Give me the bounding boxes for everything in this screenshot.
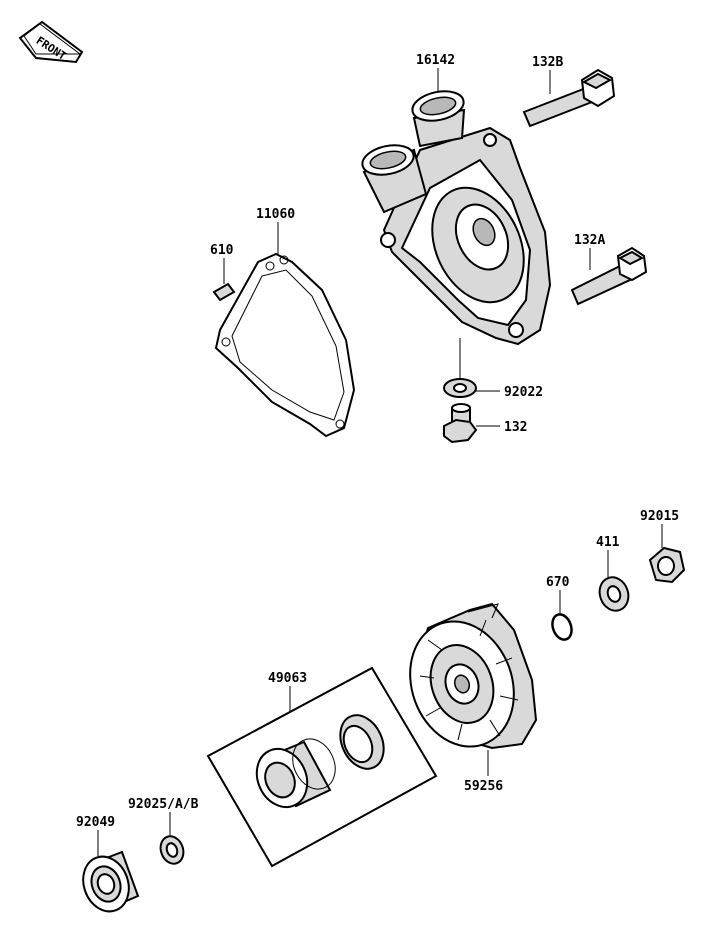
label-11060: 11060 — [256, 207, 295, 222]
washer-92025[interactable] — [157, 833, 187, 867]
label-92022: 92022 — [504, 385, 543, 400]
label-610: 610 — [210, 243, 234, 258]
part-labels: 16142 132B 11060 610 132A 92022 132 9201… — [76, 53, 679, 830]
pump-cover-16142[interactable] — [360, 87, 552, 346]
bolt-132[interactable] — [443, 403, 478, 444]
label-92025: 92025/A/B — [128, 797, 199, 812]
label-92015: 92015 — [640, 509, 679, 524]
washer-92022[interactable] — [443, 378, 477, 398]
bearing-92049[interactable] — [76, 850, 140, 918]
dowel-pin-610[interactable] — [212, 282, 236, 302]
bolt-132B[interactable] — [522, 68, 616, 128]
label-411: 411 — [596, 535, 620, 550]
label-132B: 132B — [532, 55, 563, 70]
seal-set-49063[interactable] — [206, 666, 438, 868]
label-132: 132 — [504, 420, 527, 435]
label-92049: 92049 — [76, 815, 115, 830]
bolt-132A[interactable] — [570, 246, 648, 306]
impeller-59256[interactable] — [393, 602, 538, 761]
washer-411[interactable] — [595, 573, 633, 615]
gasket-11060[interactable] — [214, 252, 356, 438]
leader-lines — [97, 68, 663, 856]
o-ring-670[interactable] — [549, 612, 575, 643]
label-670: 670 — [546, 575, 570, 590]
label-16142: 16142 — [416, 53, 455, 68]
front-direction-arrow: FRONT — [18, 20, 84, 63]
label-132A: 132A — [574, 233, 605, 248]
label-59256: 59256 — [464, 779, 503, 794]
nut-92015[interactable] — [648, 546, 686, 584]
label-49063: 49063 — [268, 671, 307, 686]
